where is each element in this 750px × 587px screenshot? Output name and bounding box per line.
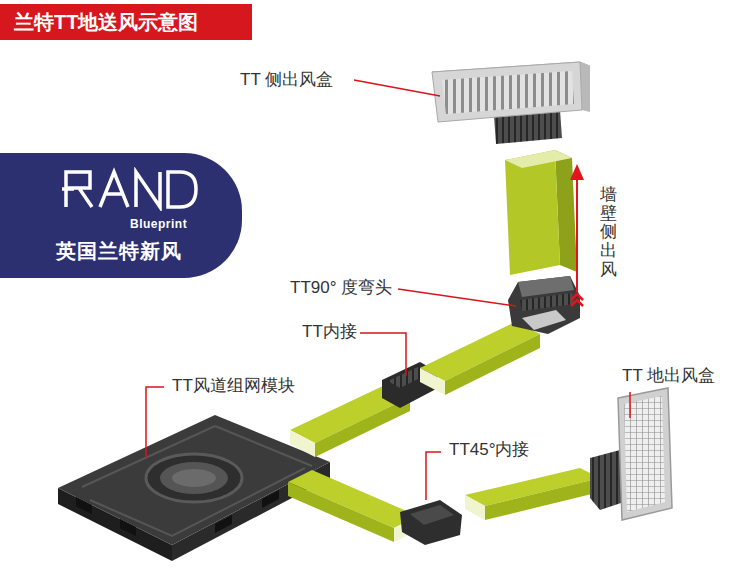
arrow-shaft	[576, 178, 578, 292]
arrow-chevron	[571, 294, 583, 306]
plate-port	[120, 519, 136, 536]
label-slot: 墙壁侧出风	[600, 186, 617, 279]
leader-lines	[146, 80, 630, 500]
brand-logo	[62, 167, 202, 211]
plate-outlet	[160, 462, 228, 494]
leader-line	[426, 452, 441, 500]
band-fill	[0, 153, 242, 278]
airflow-arrow	[570, 164, 584, 306]
leader-line	[354, 80, 440, 96]
duct-end	[465, 495, 485, 520]
box-grille	[442, 71, 574, 114]
floor-outlet-box	[590, 388, 672, 520]
part-label: TT风道组网模块	[170, 376, 297, 396]
part-label: TT90° 度弯头	[288, 278, 394, 298]
green-duct	[505, 150, 577, 275]
duct-front	[505, 150, 560, 275]
duct-front	[288, 482, 394, 542]
side-outlet-box	[432, 62, 590, 144]
duct-end	[505, 150, 572, 168]
label-slot: TT45°内接	[447, 440, 531, 460]
leader-line	[629, 392, 631, 418]
part-label: TT 侧出风盒	[238, 70, 335, 90]
connector-45	[400, 500, 462, 545]
plate-port	[215, 515, 232, 533]
elbow-body	[508, 276, 580, 334]
green-duct	[288, 470, 418, 542]
label-slot: TT风道组网模块	[170, 376, 297, 396]
leader-line	[360, 333, 406, 376]
part-label: TT内接	[300, 322, 359, 342]
box-frame	[618, 388, 672, 520]
plate-ridge	[82, 426, 312, 536]
title-banner	[0, 4, 252, 40]
arrow-head	[570, 164, 584, 180]
leader-line	[398, 289, 516, 306]
connector-face	[410, 505, 454, 525]
logo-glyph	[168, 172, 196, 207]
plate-outlet-core	[172, 469, 216, 487]
connector-body	[400, 500, 462, 545]
plate-port	[76, 497, 92, 514]
label-slot: TT 地出风盒	[620, 366, 717, 386]
brand-band: Blueprint 英国兰特新风	[0, 153, 242, 278]
logo-strokes	[62, 172, 196, 207]
logo-glyph	[100, 172, 128, 207]
leader-line	[146, 387, 164, 458]
elbow-90	[508, 276, 580, 334]
brand-subtitle: Blueprint	[130, 217, 187, 231]
plate-outlet-rim	[146, 454, 242, 502]
green-duct	[465, 468, 600, 520]
duct-front	[445, 334, 540, 395]
logo-glyph	[62, 187, 74, 191]
elbow-opening	[522, 310, 566, 330]
box-front	[432, 62, 582, 122]
part-label: TT 地出风盒	[620, 366, 717, 386]
label-slot: TT 侧出风盒	[238, 70, 335, 90]
brand-name: 英国兰特新风	[56, 239, 182, 263]
plate-port	[262, 490, 279, 508]
duct-end	[290, 430, 315, 457]
label-slot: TT内接	[300, 322, 359, 342]
elbow-collar	[518, 276, 574, 297]
duct-front	[315, 397, 410, 457]
airflow-label: 墙壁侧出风	[600, 186, 617, 279]
logo-glyph	[136, 172, 160, 207]
duct-end	[420, 368, 445, 395]
part-label: TT45°内接	[447, 440, 531, 460]
green-duct	[420, 322, 540, 395]
title-text: 兰特TT地送风示意图	[14, 4, 198, 40]
plate-top	[58, 415, 330, 545]
duct-front	[485, 478, 600, 520]
elbow-ribs	[520, 293, 574, 311]
title-slot: 兰特TT地送风示意图	[14, 4, 198, 40]
label-slot: TT90° 度弯头	[288, 278, 394, 298]
